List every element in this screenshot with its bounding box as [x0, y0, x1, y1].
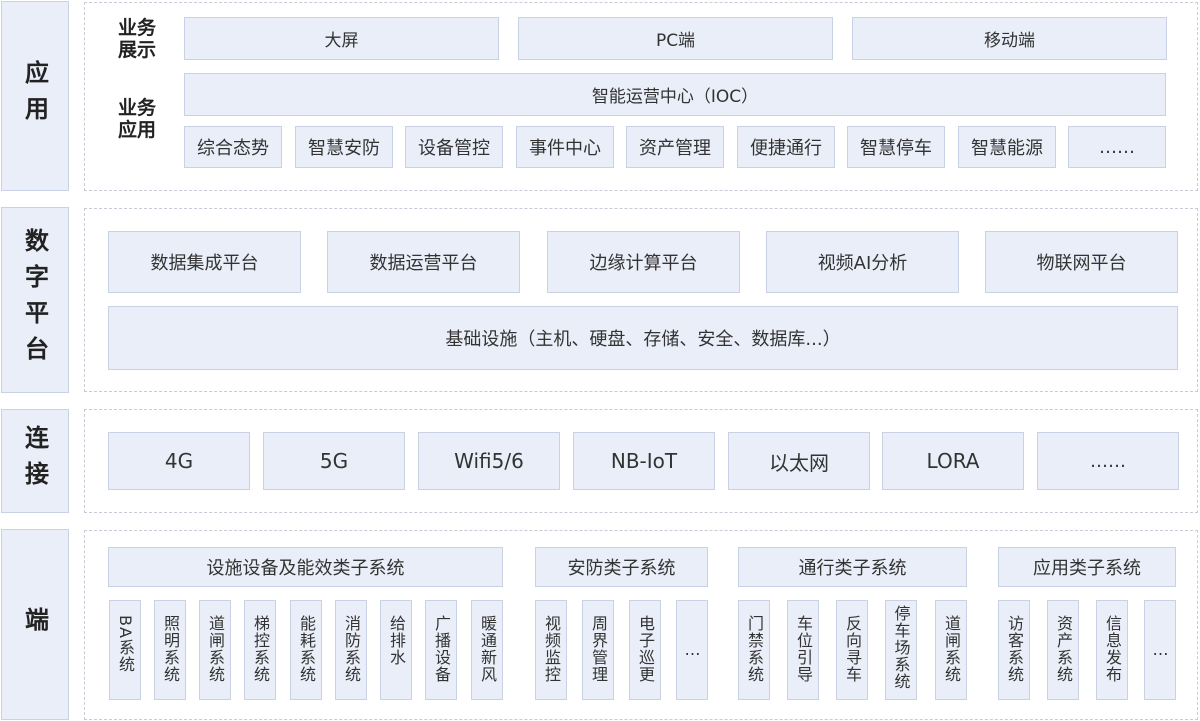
subsystem-label: 广播设备 — [432, 615, 451, 683]
subsystem-label: 车位引导 — [794, 615, 813, 683]
ioc-box: 智能运营中心（IOC） — [184, 73, 1166, 116]
subsystem-label: 消防系统 — [342, 615, 361, 683]
subsystem-item: 周界管理 — [582, 600, 614, 700]
layer-label-digital-platform: 数字平台 — [1, 207, 69, 393]
subsystem-item: 暖通新风 — [471, 600, 503, 700]
subsystem-label: BA系统 — [116, 615, 135, 673]
business-display-label: 业务展示 — [117, 17, 156, 61]
app-item-more: …… — [1068, 126, 1166, 168]
layer-label-connection: 连接 — [1, 409, 69, 513]
subsystem-label: … — [1151, 640, 1170, 660]
subsystem-item: 广播设备 — [425, 600, 457, 700]
business-application-label: 业务应用 — [117, 97, 156, 141]
subsystem-label: 停车场系统 — [891, 605, 911, 690]
subsystem-item: 门禁系统 — [738, 600, 770, 700]
subsystem-label: 梯控系统 — [251, 615, 270, 683]
subsystem-item: 道闸系统 — [935, 600, 967, 700]
platform-item: 数据集成平台 — [108, 231, 301, 293]
layer-label-terminal: 端 — [1, 529, 69, 720]
platform-item: 物联网平台 — [985, 231, 1178, 293]
group-title-access: 通行类子系统 — [738, 547, 967, 587]
subsystem-label: 暖通新风 — [478, 615, 497, 683]
subsystem-label: 反向寻车 — [843, 615, 862, 683]
platform-region — [84, 208, 1198, 392]
subsystem-item: 照明系统 — [154, 600, 186, 700]
subsystem-item: 梯控系统 — [244, 600, 276, 700]
app-item: 智慧安防 — [295, 126, 393, 168]
subsystem-item: 给排水 — [380, 600, 412, 700]
subsystem-label: 电子巡更 — [636, 615, 655, 683]
subsystem-item: BA系统 — [109, 600, 141, 700]
layer-label-application: 应用 — [1, 1, 69, 191]
terminal-region — [84, 530, 1198, 720]
display-item-pc: PC端 — [518, 17, 833, 60]
subsystem-label: 视频监控 — [542, 615, 561, 683]
app-item: 智慧停车 — [847, 126, 945, 168]
subsystem-label: 能耗系统 — [297, 615, 316, 683]
group-title-facility: 设施设备及能效类子系统 — [108, 547, 503, 587]
display-item-big-screen: 大屏 — [184, 17, 499, 60]
subsystem-label: 资产系统 — [1054, 615, 1073, 683]
subsystem-item-more: … — [676, 600, 708, 700]
connection-item: NB-IoT — [573, 432, 715, 490]
subsystem-item: 访客系统 — [998, 600, 1030, 700]
app-item: 综合态势 — [184, 126, 282, 168]
subsystem-label: 道闸系统 — [942, 615, 961, 683]
application-region — [84, 2, 1198, 191]
app-item: 资产管理 — [626, 126, 724, 168]
connection-item: 5G — [263, 432, 405, 490]
subsystem-item: 停车场系统 — [885, 600, 917, 700]
platform-item: 数据运营平台 — [327, 231, 520, 293]
subsystem-label: 门禁系统 — [745, 615, 764, 683]
subsystem-item: 视频监控 — [535, 600, 567, 700]
subsystem-item: 道闸系统 — [199, 600, 231, 700]
subsystem-label: 道闸系统 — [206, 615, 225, 683]
app-item: 设备管控 — [405, 126, 503, 168]
subsystem-item: 反向寻车 — [836, 600, 868, 700]
group-title-security: 安防类子系统 — [535, 547, 708, 587]
subsystem-label: … — [683, 640, 702, 660]
app-item: 便捷通行 — [737, 126, 835, 168]
subsystem-label: 给排水 — [387, 615, 406, 666]
subsystem-item: 车位引导 — [787, 600, 819, 700]
subsystem-label: 信息发布 — [1103, 615, 1122, 683]
subsystem-label: 周界管理 — [589, 615, 608, 683]
platform-item: 视频AI分析 — [766, 231, 959, 293]
subsystem-item: 消防系统 — [335, 600, 367, 700]
platform-item: 边缘计算平台 — [547, 231, 740, 293]
group-title-application: 应用类子系统 — [998, 547, 1176, 587]
connection-item: Wifi5/6 — [418, 432, 560, 490]
display-item-mobile: 移动端 — [852, 17, 1167, 60]
connection-item-more: …… — [1037, 432, 1179, 490]
infrastructure-box: 基础设施（主机、硬盘、存储、安全、数据库...） — [108, 306, 1178, 370]
subsystem-label: 访客系统 — [1005, 615, 1024, 683]
subsystem-item: 资产系统 — [1047, 600, 1079, 700]
subsystem-item: 信息发布 — [1096, 600, 1128, 700]
connection-item: 以太网 — [728, 432, 870, 490]
subsystem-item-more: … — [1144, 600, 1176, 700]
app-item: 事件中心 — [516, 126, 614, 168]
connection-item: LORA — [882, 432, 1024, 490]
subsystem-item: 能耗系统 — [290, 600, 322, 700]
subsystem-label: 照明系统 — [161, 615, 180, 683]
app-item: 智慧能源 — [958, 126, 1056, 168]
connection-region — [84, 409, 1198, 513]
subsystem-item: 电子巡更 — [629, 600, 661, 700]
connection-item: 4G — [108, 432, 250, 490]
